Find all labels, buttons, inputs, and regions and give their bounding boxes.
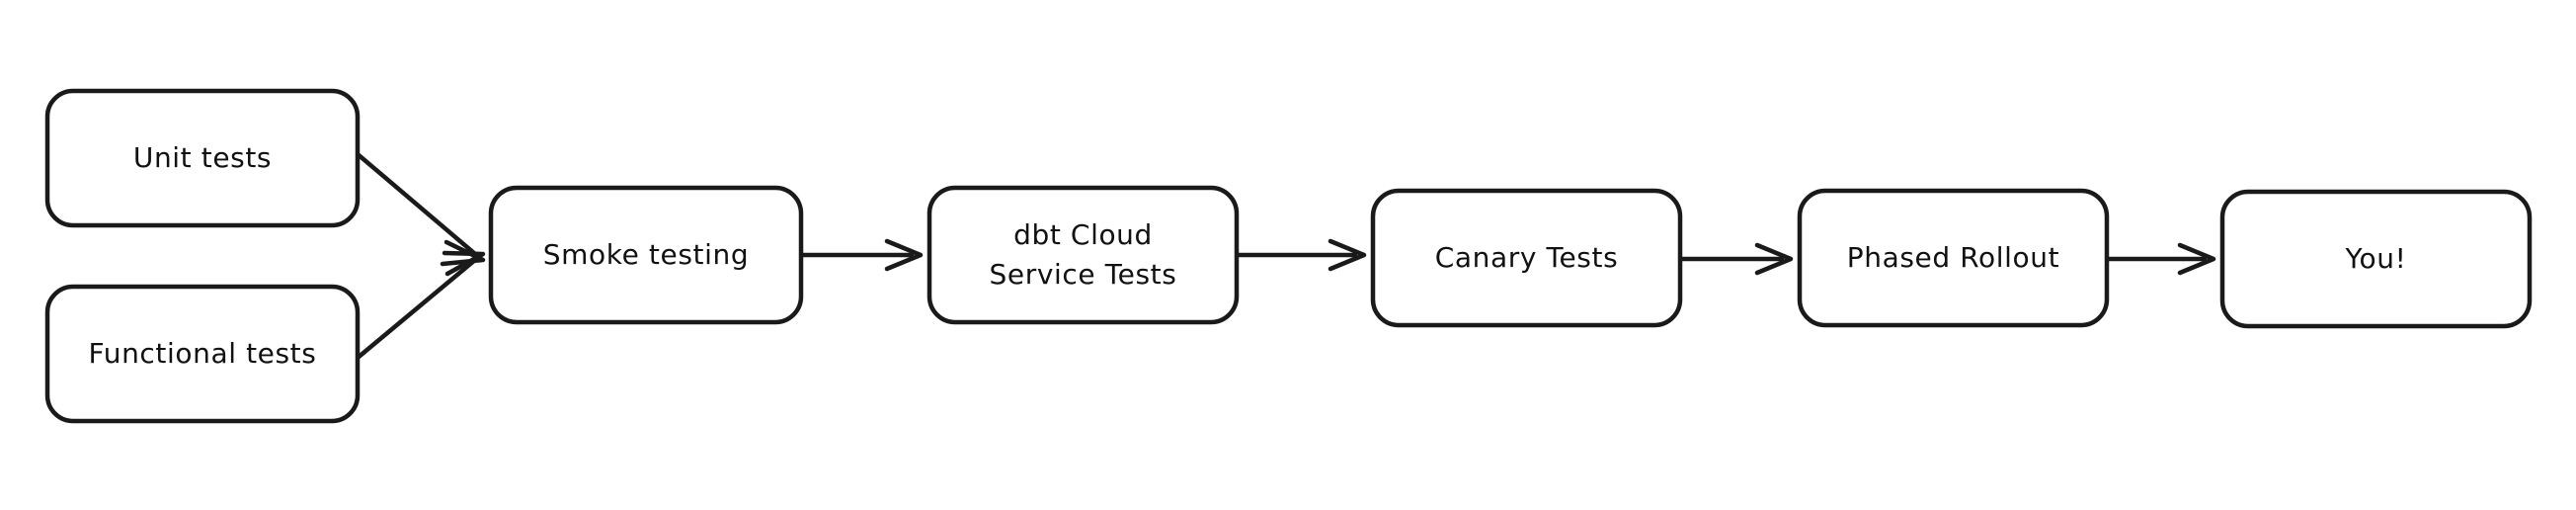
edge-phased-rollout-to-you <box>2107 242 2216 276</box>
node-functional-tests[interactable] <box>44 284 361 424</box>
edge-dbt-cloud-service-tests-to-canary-tests <box>1237 238 1367 272</box>
node-you[interactable] <box>2219 189 2533 329</box>
edge-canary-tests-to-phased-rollout <box>1680 242 1794 276</box>
node-unit-tests[interactable] <box>44 88 361 228</box>
edge-unit-tests-to-smoke-testing <box>356 152 486 267</box>
node-canary-tests[interactable] <box>1370 188 1683 328</box>
node-smoke-testing[interactable] <box>488 185 804 325</box>
edge-functional-tests-to-smoke-testing <box>356 250 486 360</box>
edge-smoke-testing-to-dbt-cloud-service-tests <box>801 238 924 272</box>
node-dbt-cloud-service-tests[interactable] <box>926 185 1240 325</box>
node-phased-rollout[interactable] <box>1797 188 2110 328</box>
